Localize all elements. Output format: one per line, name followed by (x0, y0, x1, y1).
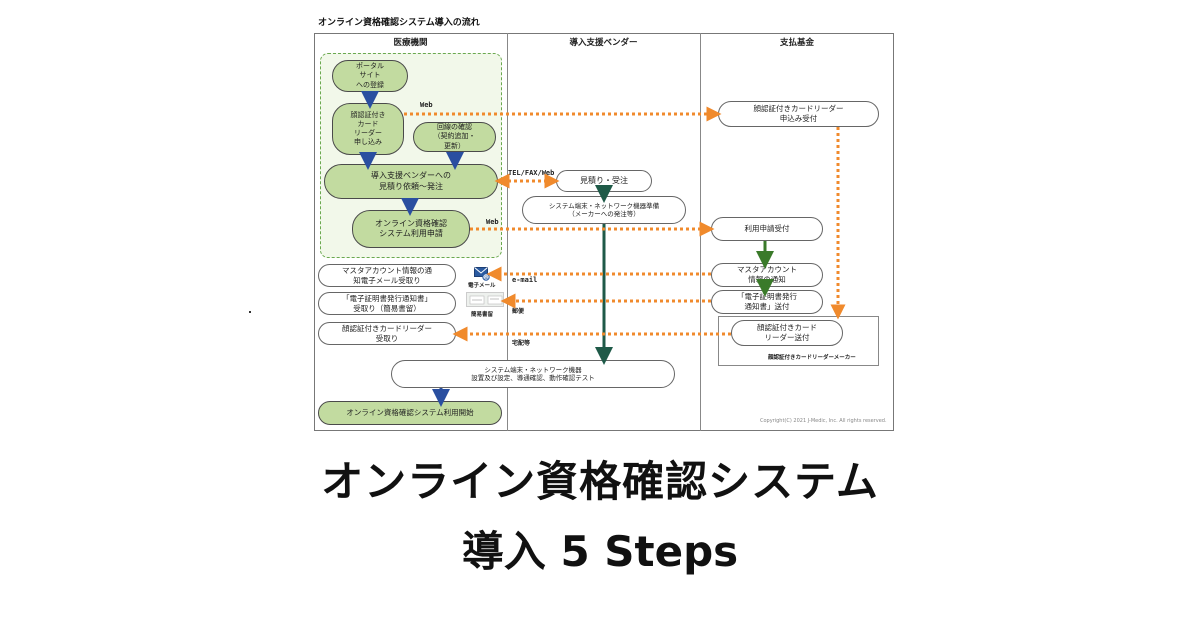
label-web-2: Web (486, 218, 499, 226)
headline-subtitle: 導入 5 Steps (461, 527, 739, 576)
node-card-reader-application: 顔認証付き カード リーダー 申し込み (332, 103, 404, 155)
card-reader-maker-label: 顔認証付きカードリーダーメーカー (768, 355, 856, 361)
label-email: e-mail (512, 276, 538, 284)
column-header-payment-fund: 支払基金 (779, 38, 814, 48)
headline-title: オンライン資格確認システム (321, 457, 879, 506)
label-tel-fax-web: TEL/FAX/Web (508, 169, 555, 177)
node-install-test: システム端末・ネットワーク機器 設置及び設定、導通確認、動作確認テスト (391, 360, 675, 388)
card-reader-maker-box (718, 316, 879, 366)
node-master-account-receive: マスタアカウント情報の通 知電子メール受取り (318, 264, 456, 287)
column-divider (700, 33, 701, 431)
node-usage-accept: 利用申請受付 (711, 217, 823, 241)
column-divider (507, 33, 508, 431)
diagram-title: オンライン資格確認システム導入の流れ (318, 18, 480, 28)
label-web-1: Web (420, 101, 433, 109)
node-card-reader-accept: 顔認証付きカードリーダー 申込み受付 (718, 101, 879, 127)
svg-text:@: @ (484, 275, 489, 281)
node-line-check: 回線の確認 （契約追加・ 更新） (413, 122, 496, 152)
node-start-use: オンライン資格確認システム利用開始 (318, 401, 502, 425)
node-device-preparation: システム端末・ネットワーク機器準備 （メーカーへの発注等） (522, 196, 686, 224)
node-portal-registration: ポータル サイト への登録 (332, 60, 408, 92)
node-certificate-receive: 「電子証明書発行通知書」 受取り（簡易書留） (318, 292, 456, 315)
column-header-vendor: 導入支援ベンダー (569, 38, 638, 48)
column-header-medical-institution: 医療機関 (393, 38, 428, 48)
node-vendor-request: 導入支援ベンダーへの 見積り依頼〜発注 (324, 164, 498, 199)
label-delivery: 宅配等 (512, 340, 531, 347)
node-master-account-notify: マスタアカウント 情報の通知 (711, 263, 823, 287)
node-estimate-order: 見積り・受注 (556, 170, 652, 192)
stray-dot (249, 311, 251, 313)
copyright-text: Copyright(C) 2021 J-Medic, Inc. All righ… (760, 418, 887, 424)
email-icon-caption: 電子メール (468, 283, 496, 289)
label-post: 郵便 (512, 308, 525, 315)
node-card-reader-receive: 顔認証付きカードリーダー 受取り (318, 322, 456, 345)
swimlane-frame (314, 33, 894, 431)
node-certificate-send: 「電子証明書発行 通知書」送付 (711, 290, 823, 314)
email-icon: @ (474, 266, 490, 281)
registered-mail-icon (466, 292, 504, 307)
node-system-application: オンライン資格確認 システム利用申請 (352, 210, 470, 248)
node-card-reader-send: 顔認証付きカード リーダー送付 (731, 320, 843, 346)
registered-mail-icon-caption: 簡易書留 (471, 312, 494, 318)
